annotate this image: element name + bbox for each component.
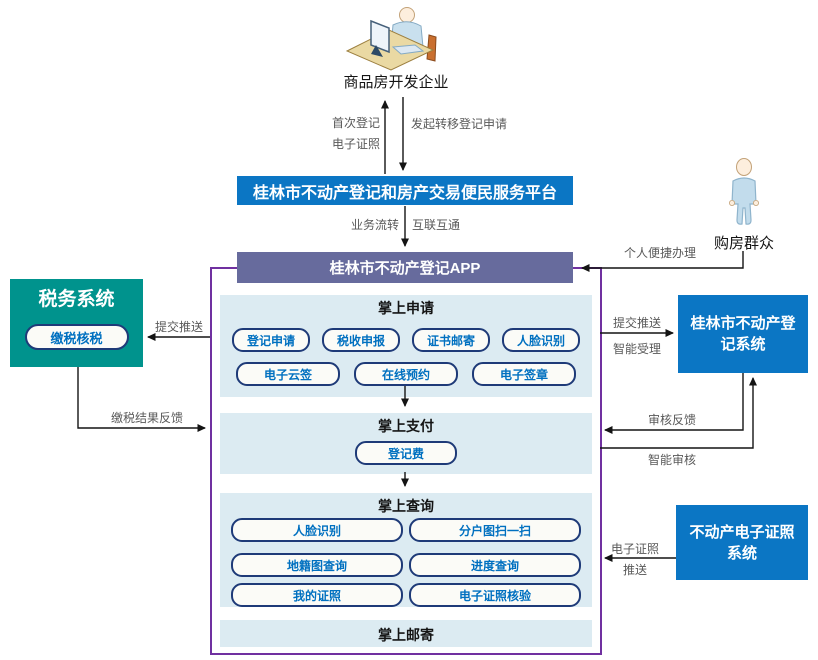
e-license-label: 电子证照 xyxy=(331,137,380,151)
query-row-2: 地籍图查询 进度查询 xyxy=(231,553,581,577)
tax-system-title: 税务系统 xyxy=(38,289,115,310)
cadastral-map-query-button[interactable]: 地籍图查询 xyxy=(231,553,403,577)
personal-handle-label: 个人便捷办理 xyxy=(624,246,697,260)
apply-row-1: 登记申请 税收申报 证书邮寄 人脸识别 xyxy=(232,328,580,352)
e-signature-button[interactable]: 电子签章 xyxy=(472,362,576,386)
tax-pay-verify-button[interactable]: 缴税核税 xyxy=(24,324,129,350)
section-query: 掌上查询 人脸识别 分户图扫一扫 地籍图查询 进度查询 我的证照 电子证照核验 xyxy=(220,493,592,607)
tax-result-feedback-label: 缴税结果反馈 xyxy=(110,411,183,425)
developer-label: 商品房开发企业 xyxy=(343,74,449,91)
query-row-3: 我的证照 电子证照核验 xyxy=(231,583,581,607)
register-apply-button[interactable]: 登记申请 xyxy=(232,328,310,352)
platform-bar: 桂林市不动产登记和房产交易便民服务平台 xyxy=(237,176,573,205)
smart-review-label: 智能审核 xyxy=(647,453,696,467)
e-license-push-label-1: 电子证照 xyxy=(610,542,659,556)
registration-system-box: 桂林市不动产登记系统 xyxy=(678,295,808,373)
developer-desk-icon xyxy=(345,7,437,71)
section-pay-title: 掌上支付 xyxy=(378,418,434,434)
review-feedback-label: 审核反馈 xyxy=(647,413,696,427)
certificate-mail-button[interactable]: 证书邮寄 xyxy=(412,328,490,352)
face-recognition-button[interactable]: 人脸识别 xyxy=(502,328,580,352)
e-license-verify-button[interactable]: 电子证照核验 xyxy=(409,583,581,607)
interconnect-label: 互联互通 xyxy=(412,218,461,232)
query-row-1: 人脸识别 分户图扫一扫 xyxy=(231,518,581,542)
e-license-system-box: 不动产电子证照系统 xyxy=(676,505,808,580)
section-mail-title: 掌上邮寄 xyxy=(378,627,434,643)
my-certificates-button[interactable]: 我的证照 xyxy=(231,583,403,607)
progress-query-button[interactable]: 进度查询 xyxy=(409,553,581,577)
cloud-sign-button[interactable]: 电子云签 xyxy=(236,362,340,386)
submit-push-tax-label: 提交推送 xyxy=(154,320,203,334)
section-query-title: 掌上查询 xyxy=(378,498,434,514)
registration-fee-button[interactable]: 登记费 xyxy=(355,441,457,465)
section-apply-title: 掌上申请 xyxy=(378,300,434,316)
app-bar: 桂林市不动产登记APP xyxy=(237,252,573,283)
tax-system-box: 税务系统 缴税核税 xyxy=(10,279,143,367)
section-apply: 掌上申请 登记申请 税收申报 证书邮寄 人脸识别 电子云签 在线预约 电子签章 xyxy=(220,295,592,397)
online-booking-button[interactable]: 在线预约 xyxy=(354,362,458,386)
smart-accept-label: 智能受理 xyxy=(612,342,661,356)
tax-declare-button[interactable]: 税收申报 xyxy=(322,328,400,352)
business-flow-label: 业务流转 xyxy=(350,218,399,232)
section-pay: 掌上支付 登记费 xyxy=(220,413,592,474)
e-license-push-label-2: 推送 xyxy=(622,563,647,577)
first-registration-label: 首次登记 xyxy=(331,116,380,130)
submit-push-reg-label: 提交推送 xyxy=(612,316,661,330)
face-recognition-query-button[interactable]: 人脸识别 xyxy=(231,518,403,542)
buyer-label: 购房群众 xyxy=(713,235,774,252)
section-mail: 掌上邮寄 xyxy=(220,620,592,647)
buyer-person-icon xyxy=(729,158,759,225)
apply-row-2: 电子云签 在线预约 电子签章 xyxy=(236,362,576,386)
app-container: 掌上申请 登记申请 税收申报 证书邮寄 人脸识别 电子云签 在线预约 电子签章 … xyxy=(210,267,602,655)
unit-plan-scan-button[interactable]: 分户图扫一扫 xyxy=(409,518,581,542)
transfer-apply-label: 发起转移登记申请 xyxy=(411,117,508,131)
